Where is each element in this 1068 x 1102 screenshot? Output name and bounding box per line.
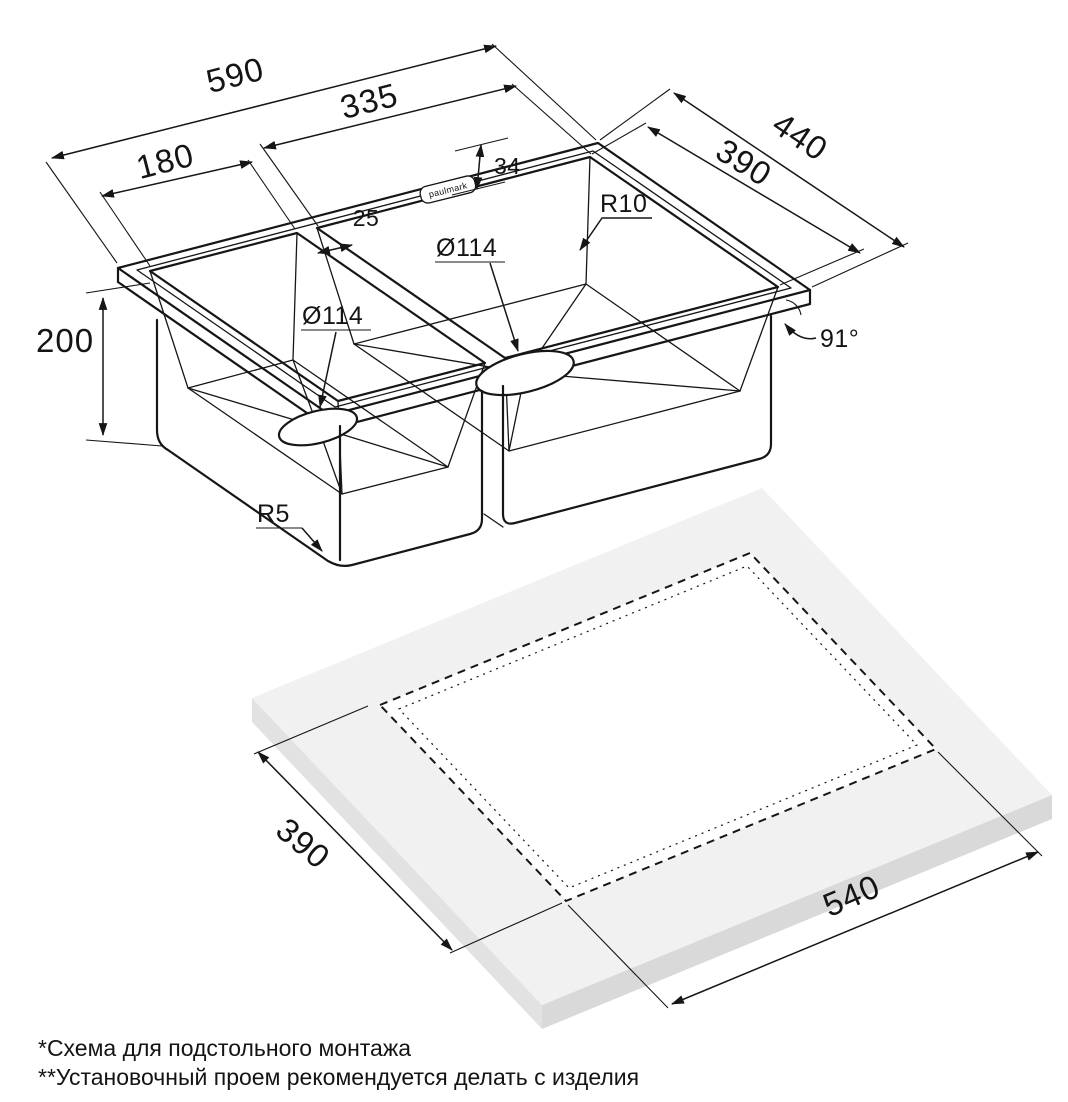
right-bowl-wall-creases [316,156,779,452]
dim-label-590: 590 [202,50,267,100]
dim-label-cutout-390: 390 [269,810,337,876]
footnote-opening: **Установочный проем рекомендуется делат… [38,1064,639,1090]
dim-label-440: 440 [766,105,835,168]
dim-bowl-corner-radius-R10: R10 [579,190,652,251]
countertop-cutout-view: 390 540 [252,488,1052,1029]
dim-label-180: 180 [132,136,197,186]
dim-label-r10: R10 [600,190,647,218]
cutout-hole-outline [378,551,938,903]
right-bowl-body-bottom-edge [483,513,504,528]
dim-wall-angle-91: 91° [784,299,859,353]
dim-rim-offset-34: 34 [451,137,521,196]
dim-divider-width-25: 25 [316,205,380,255]
cutout-inner-mark-outline [397,565,919,889]
dim-drain-left-d114: Ø114 [301,302,371,409]
sink-isometric-view: paulmark [116,141,812,567]
dim-label-390: 390 [710,131,779,193]
dim-drain-right-d114: Ø114 [435,234,519,353]
dim-label-d114-right: Ø114 [436,234,497,262]
left-drain-creases [187,359,449,495]
dim-label-34: 34 [494,153,521,179]
dim-label-d114-left: Ø114 [302,302,363,330]
left-bowl-wall-creases [149,232,486,495]
dim-label-200: 200 [36,322,94,359]
left-drain-hole [277,407,359,447]
left-bowl-body-outline [155,318,484,567]
dim-label-25: 25 [353,205,380,231]
brand-badge: paulmark [419,175,477,204]
right-drain-creases [353,283,741,452]
footnote-undermount: *Схема для подстольного монтажа [38,1035,411,1061]
dim-right-bowl-width-335: 335 [259,76,592,227]
right-drain-hole [475,349,575,397]
footnotes: *Схема для подстольного монтажа **Устано… [38,1035,639,1090]
sink-dimensions: 590 335 180 440 390 34 [36,43,909,552]
right-bowl-opening [315,155,780,360]
dim-label-r5: R5 [257,500,290,528]
dim-height-200: 200 [36,282,163,447]
dim-label-91deg: 91° [820,325,859,353]
right-bowl-body-outline [501,314,773,525]
dim-bottom-corner-radius-R5: R5 [256,500,323,552]
